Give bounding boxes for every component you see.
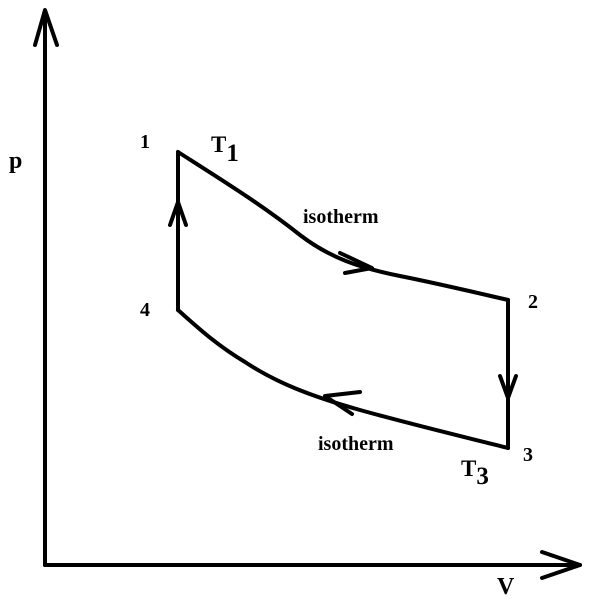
upper-isotherm-label: isotherm [303,206,379,228]
temperature-t3-main: T [461,456,476,481]
point-4-label: 4 [140,299,150,321]
axes [33,8,582,580]
point-2-label: 2 [528,291,538,313]
y-axis-arrowhead [33,8,59,47]
temperature-t3-subscript: 3 [476,463,489,490]
point-1-label: 1 [140,131,150,153]
arrow-1-2-icon [338,251,374,275]
temperature-t1-label: T1 [211,132,239,167]
x-axis-label: V [497,574,515,600]
temperature-t1-subscript: 1 [226,140,239,167]
point-3-label: 3 [523,444,533,466]
isotherm-1-2-curve [176,150,510,302]
cycle [176,150,510,450]
temperature-t1-main: T [211,132,226,157]
arrow-3-4-icon [323,390,362,416]
lower-isotherm-label: isotherm [318,433,394,455]
direction-arrows [168,200,518,416]
y-axis-label: p [9,148,22,174]
arrow-2-3-icon [498,374,518,400]
x-axis-arrowhead [540,550,582,580]
arrow-4-1-icon [168,200,188,227]
temperature-t3-label: T3 [461,456,489,490]
isotherm-3-4-curve [176,308,510,450]
